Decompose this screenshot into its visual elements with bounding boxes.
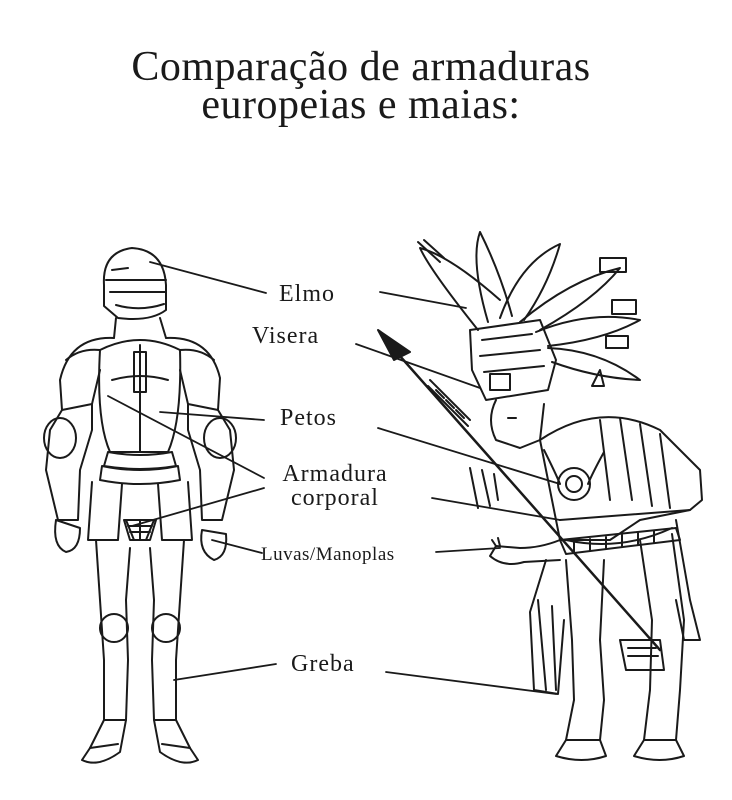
leader-petos-right — [377, 427, 561, 485]
label-greba: Greba — [291, 651, 355, 677]
leader-visera — [355, 343, 481, 389]
leader-armadura-right — [431, 497, 561, 521]
label-visera: Visera — [252, 323, 320, 349]
leader-elmo-left — [149, 261, 267, 294]
leader-luvas-right — [435, 547, 501, 553]
leader-luvas-left — [211, 539, 263, 554]
maya-warrior-figure — [377, 231, 703, 761]
leader-armadura-left-lower — [131, 487, 265, 527]
label-armadura-corporal: Armadura corporal — [270, 462, 400, 510]
label-luvas-manoplas: Luvas/Manoplas — [261, 544, 395, 565]
title-line-1: Comparação de armaduras — [131, 44, 591, 90]
leader-greba-right — [385, 671, 557, 695]
leader-lines — [107, 261, 561, 695]
label-elmo: Elmo — [279, 281, 335, 307]
diagram-title: Comparação de armaduras europeias e maia… — [0, 44, 722, 128]
label-petos: Petos — [280, 405, 338, 431]
european-knight-figure — [43, 247, 237, 764]
leader-elmo-right — [379, 291, 467, 309]
label-armadura-line-2: corporal — [291, 485, 379, 511]
leader-armadura-left-upper — [107, 395, 265, 479]
leader-greba-left — [173, 663, 277, 681]
title-line-2: europeias e maias: — [201, 82, 521, 128]
leader-petos-left — [159, 411, 265, 421]
label-armadura-line-1: Armadura — [282, 461, 388, 487]
